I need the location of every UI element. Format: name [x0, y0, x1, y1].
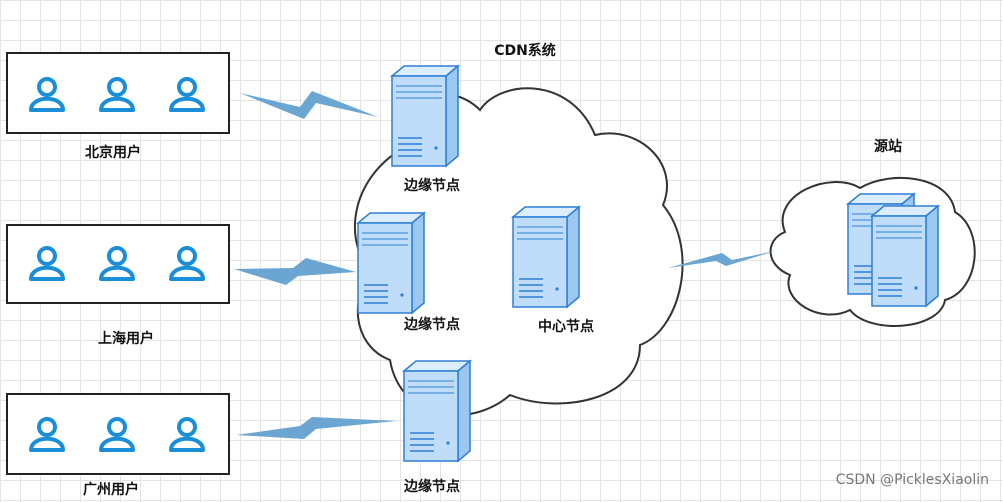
user-group-label-beijing: 北京用户	[85, 145, 141, 161]
center-server-icon	[512, 206, 580, 308]
cdn-title: CDN系统	[494, 43, 556, 59]
link-cdn-origin	[668, 251, 775, 268]
edge-node-label-bottom: 边缘节点	[404, 479, 460, 495]
edge-node-label-top: 边缘节点	[404, 178, 460, 194]
link-beijing-edge	[240, 91, 378, 119]
link-guangzhou-edge	[236, 417, 396, 439]
link-shanghai-edge	[234, 258, 356, 285]
user-group-label-shanghai: 上海用户	[98, 331, 154, 347]
edge-server-bottom-icon	[403, 360, 471, 462]
edge-server-top-icon	[391, 65, 459, 167]
watermark: CSDN @PicklesXiaolin	[835, 472, 989, 488]
origin-label: 源站	[874, 139, 902, 155]
user-group-label-guangzhou: 广州用户	[83, 482, 139, 498]
edge-server-middle-icon	[357, 212, 425, 314]
center-node-label: 中心节点	[538, 319, 594, 335]
origin-server-front-icon	[871, 205, 939, 307]
edge-node-label-middle: 边缘节点	[404, 317, 460, 333]
